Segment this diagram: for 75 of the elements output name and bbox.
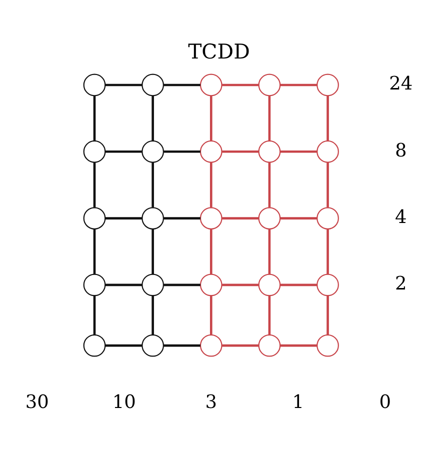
connector xyxy=(152,295,154,334)
connector xyxy=(105,150,142,152)
node-circle xyxy=(83,73,106,96)
label: 3 xyxy=(205,392,218,413)
node-circle xyxy=(258,273,281,296)
connector xyxy=(210,162,212,207)
connector xyxy=(280,344,318,346)
node-circle xyxy=(316,206,339,229)
connector xyxy=(222,150,259,152)
node-circle xyxy=(316,334,339,356)
node-circle xyxy=(258,73,281,96)
node-circle xyxy=(200,73,222,96)
connector xyxy=(280,216,318,219)
connector xyxy=(164,150,200,152)
connector xyxy=(326,228,329,274)
label: 1 xyxy=(292,392,304,413)
connector xyxy=(268,162,271,207)
connector xyxy=(93,162,96,207)
connector xyxy=(280,83,318,86)
connector xyxy=(164,83,200,86)
connector xyxy=(152,162,154,207)
node-circle xyxy=(316,73,339,96)
connector xyxy=(222,344,259,346)
node-circle xyxy=(83,334,106,356)
label: 24 xyxy=(389,73,413,94)
node-circle xyxy=(142,273,164,296)
connector xyxy=(268,95,271,140)
label: 30 xyxy=(25,392,49,413)
connector xyxy=(105,344,142,346)
node-circle xyxy=(200,140,222,162)
connector xyxy=(326,162,329,207)
connector xyxy=(280,283,318,286)
connector xyxy=(164,344,200,346)
node-circle xyxy=(83,140,106,162)
connector xyxy=(164,216,200,219)
node-circle xyxy=(200,334,222,356)
connector xyxy=(93,295,96,334)
node-circle xyxy=(316,140,339,162)
connector xyxy=(222,283,259,286)
connector xyxy=(326,295,329,334)
connector xyxy=(222,83,259,86)
node-circle xyxy=(258,334,281,356)
connector xyxy=(280,150,318,152)
node-circle xyxy=(316,273,339,296)
node-circle xyxy=(142,73,164,96)
label: 2 xyxy=(395,273,407,294)
node-circle xyxy=(258,140,281,162)
connector xyxy=(93,228,96,274)
node-circle xyxy=(200,273,222,296)
label: 10 xyxy=(112,392,136,413)
connector xyxy=(105,283,142,286)
connector xyxy=(164,283,200,286)
node-circle xyxy=(83,273,106,296)
connector xyxy=(93,95,96,140)
node-circle xyxy=(200,206,222,229)
connector xyxy=(210,95,212,140)
node-circle xyxy=(83,206,106,229)
node-circle xyxy=(142,140,164,162)
node-circle xyxy=(142,334,164,356)
diagram-title: TCDD xyxy=(188,39,250,64)
connector xyxy=(105,216,142,219)
node-circle xyxy=(258,206,281,229)
connector xyxy=(152,95,154,140)
node-circle xyxy=(142,206,164,229)
label: 4 xyxy=(395,206,407,228)
label: 8 xyxy=(395,140,407,161)
connector xyxy=(268,295,271,334)
connector xyxy=(268,228,271,274)
label: 0 xyxy=(379,392,392,413)
connector xyxy=(222,216,259,219)
connector xyxy=(152,228,154,274)
connector xyxy=(326,95,329,140)
connector xyxy=(105,83,142,86)
connector xyxy=(210,228,212,274)
connector xyxy=(210,295,212,334)
